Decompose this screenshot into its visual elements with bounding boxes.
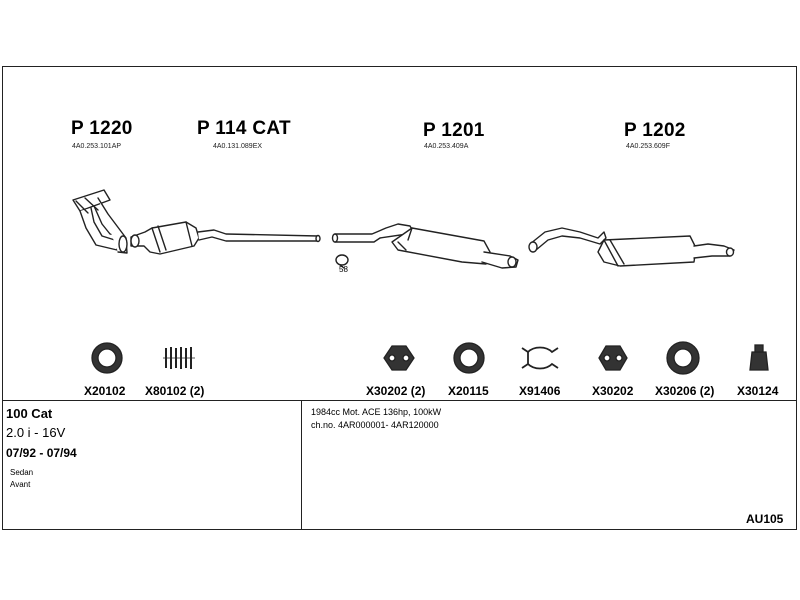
vehicle-engine: 2.0 i - 16V (6, 425, 66, 440)
engine-spec: 1984cc Mot. ACE 136hp, 100kW (311, 407, 442, 417)
vehicle-years: 07/92 - 07/94 (6, 446, 77, 460)
accessory-label-x80102[interactable]: X80102 (2) (145, 384, 205, 398)
part-number-p1201[interactable]: P 1201 (423, 120, 485, 141)
info-divider-horizontal (2, 400, 797, 401)
spring-icon[interactable] (163, 347, 195, 369)
ring-gasket-icon[interactable] (91, 342, 123, 374)
vehicle-model: 100 Cat (6, 406, 53, 421)
ring-gasket-icon[interactable] (453, 342, 485, 374)
oem-number-p1201: 4A0.253.409A (424, 143, 469, 150)
accessory-label-x20115[interactable]: X20115 (448, 384, 489, 398)
diagram-frame (2, 66, 797, 530)
accessory-label-x91406[interactable]: X91406 (519, 384, 561, 398)
info-divider-vertical (301, 400, 302, 530)
rubber-hanger-icon[interactable] (598, 345, 628, 371)
clamp-reference-number: 58 (339, 265, 348, 274)
oem-number-p114cat: 4A0.131.089EX (213, 143, 263, 150)
ring-gasket-icon[interactable] (666, 341, 700, 375)
oem-number-p1220: 4A0.253.101AP (72, 143, 122, 150)
oem-number-p1202: 4A0.253.609F (626, 143, 670, 150)
accessory-label-x30206[interactable]: X30206 (2) (655, 384, 715, 398)
accessory-label-x30124[interactable]: X30124 (737, 384, 779, 398)
clamp-58 (335, 254, 349, 269)
front-pipe-p1220[interactable] (72, 189, 128, 254)
accessory-label-x30202[interactable]: X30202 (592, 384, 634, 398)
rear-silencer-p1202[interactable] (528, 227, 735, 267)
rubber-hanger-icon[interactable] (383, 345, 415, 371)
catalytic-converter-p114cat[interactable] (130, 221, 321, 255)
part-number-p1220[interactable]: P 1220 (71, 118, 133, 139)
accessory-label-x20102[interactable]: X20102 (84, 384, 126, 398)
accessory-label-x30202-2[interactable]: X30202 (2) (366, 384, 426, 398)
sleeve-icon[interactable] (749, 344, 769, 371)
body-type-sedan: Sedan (10, 468, 34, 477)
chassis-number-range: ch.no. 4AR000001- 4AR120000 (311, 420, 439, 430)
diagram-code: AU105 (746, 512, 784, 526)
body-type-avant: Avant (10, 480, 31, 489)
part-number-p114cat[interactable]: P 114 CAT (197, 118, 291, 139)
part-number-p1202[interactable]: P 1202 (624, 120, 686, 141)
clamp-icon[interactable] (521, 346, 559, 370)
middle-silencer-p1201[interactable] (331, 223, 519, 269)
